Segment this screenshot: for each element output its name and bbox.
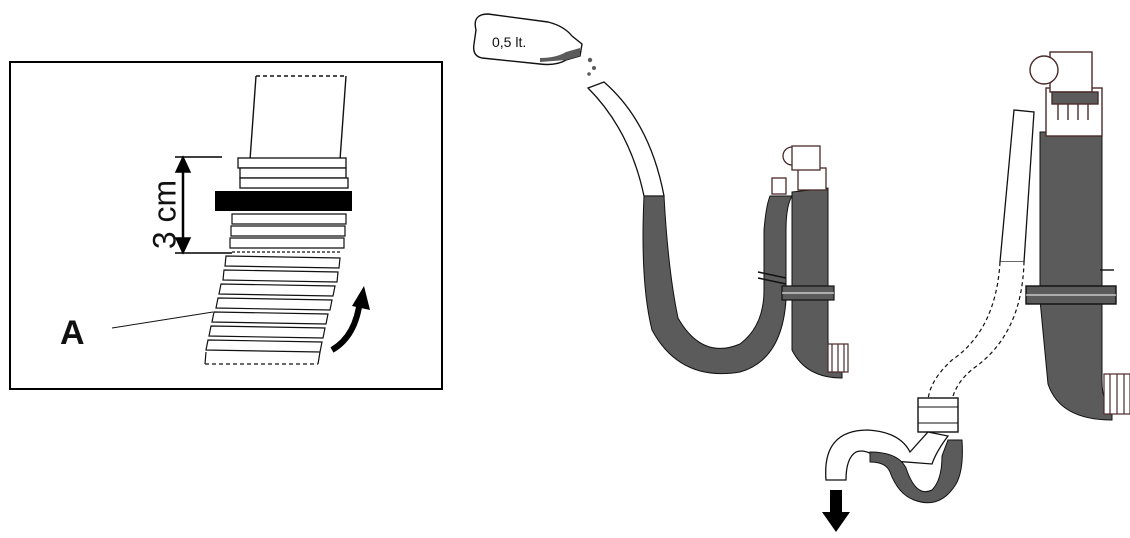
tall-pipe-water	[1040, 132, 1112, 420]
pouring-illustration	[474, 14, 848, 378]
tall-pipe-nut	[1104, 374, 1130, 414]
tall-pipe-fitting	[1030, 52, 1102, 136]
drain-arrow-icon	[822, 490, 850, 532]
rising-hose-dashed	[928, 262, 1024, 400]
hose-clamp-band	[215, 191, 352, 211]
u-hose-water	[643, 196, 792, 374]
part-a-label: A	[60, 314, 85, 353]
bottom-nut	[828, 344, 848, 372]
u-hose-empty	[588, 82, 664, 196]
top-fitting	[772, 146, 826, 194]
measure-label: 3 cm	[147, 172, 184, 258]
bottle-volume-label: 0,5 lt.	[492, 34, 526, 50]
rising-hose-empty	[1000, 110, 1034, 262]
hose-coupling	[918, 398, 958, 432]
collar-rings	[238, 158, 348, 188]
draining-illustration	[822, 52, 1130, 532]
